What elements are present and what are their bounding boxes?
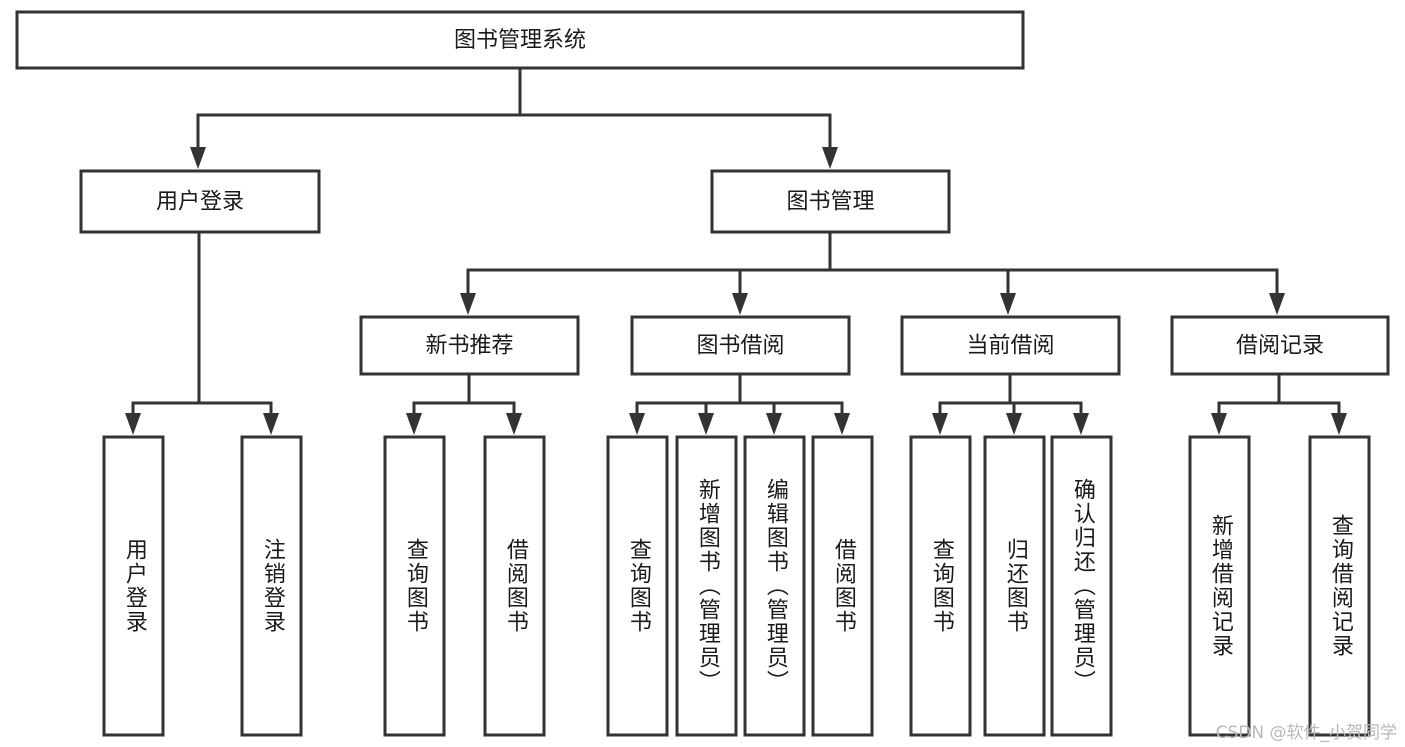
node-label-leaf-query-book-1: 查询图书 — [402, 538, 428, 634]
node-current-borrow[interactable] — [900, 315, 1121, 376]
leaf-arrow-new-book-recommend-1 — [506, 413, 522, 435]
node-leaf-confirm-return[interactable] — [1050, 435, 1113, 737]
level2-arrow-1 — [822, 147, 838, 169]
node-label-leaf-query-book-3: 查询图书 — [928, 538, 954, 634]
node-label-current-borrow: 当前借阅 — [966, 334, 1054, 359]
leaf-arrow-current-borrow-0 — [932, 413, 948, 435]
leaf-arrow-new-book-recommend-0 — [406, 413, 422, 435]
node-label-leaf-borrow-book-1: 借阅图书 — [502, 538, 528, 634]
level3-arrow-2 — [1000, 293, 1016, 315]
node-leaf-edit-book[interactable] — [743, 435, 806, 737]
leaf-arrow-book-borrow-1 — [698, 413, 714, 435]
node-label-leaf-user-logout: 注销登录 — [259, 538, 285, 634]
node-box-leaf-add-borrow-record[interactable] — [1188, 435, 1251, 737]
node-leaf-borrow-book-1[interactable] — [483, 435, 546, 737]
node-label-leaf-user-login: 用户登录 — [121, 538, 147, 634]
node-label-leaf-add-borrow-record: 新增借阅记录 — [1207, 514, 1233, 658]
node-box-leaf-borrow-book-2[interactable] — [811, 435, 874, 737]
node-label-wrap-leaf-borrow-book-1: 借阅图书 — [485, 437, 544, 735]
node-label-leaf-query-borrow-record: 查询借阅记录 — [1327, 514, 1353, 658]
node-box-leaf-user-login[interactable] — [102, 435, 165, 737]
node-label-wrap-leaf-query-borrow-record: 查询借阅记录 — [1310, 437, 1369, 735]
node-user-login[interactable] — [79, 169, 321, 234]
node-box-new-book-recommend[interactable] — [359, 315, 580, 376]
node-label-wrap-leaf-user-logout: 注销登录 — [242, 437, 301, 735]
node-leaf-query-borrow-record[interactable] — [1308, 435, 1371, 737]
leaf-arrow-current-borrow-1 — [1006, 413, 1022, 435]
leaf-arrow-book-borrow-0 — [629, 413, 645, 435]
node-root[interactable] — [15, 10, 1025, 70]
node-label-wrap-leaf-borrow-book-2: 借阅图书 — [813, 437, 872, 735]
leaf-arrow-book-borrow-3 — [834, 413, 850, 435]
level3-arrow-3 — [1269, 293, 1285, 315]
node-box-leaf-query-book-1[interactable] — [383, 435, 446, 737]
node-book-manage[interactable] — [710, 169, 951, 234]
node-label-wrap-leaf-query-book-3: 查询图书 — [911, 437, 970, 735]
node-label-new-book-recommend: 新书推荐 — [425, 334, 513, 359]
node-leaf-return-book[interactable] — [983, 435, 1046, 737]
node-label-wrap-leaf-confirm-return: 确认归还（管理员） — [1052, 437, 1111, 735]
node-label-leaf-query-book-2: 查询图书 — [625, 538, 651, 634]
node-leaf-query-book-2[interactable] — [606, 435, 669, 737]
node-box-leaf-query-borrow-record[interactable] — [1308, 435, 1371, 737]
node-box-leaf-query-book-3[interactable] — [909, 435, 972, 737]
node-label-wrap-leaf-edit-book: 编辑图书（管理员） — [745, 437, 804, 735]
node-leaf-query-book-3[interactable] — [909, 435, 972, 737]
node-box-leaf-user-logout[interactable] — [240, 435, 303, 737]
node-leaf-add-borrow-record[interactable] — [1188, 435, 1251, 737]
node-box-leaf-add-book[interactable] — [675, 435, 738, 737]
leaf-arrow-borrow-record-0 — [1211, 413, 1227, 435]
node-leaf-user-logout[interactable] — [240, 435, 303, 737]
node-label-root: 图书管理系统 — [454, 28, 586, 53]
leaf-arrow-user-login-1 — [263, 413, 279, 435]
boxes-layer — [15, 10, 1390, 737]
node-label-borrow-record: 借阅记录 — [1236, 334, 1324, 359]
node-label-user-login: 用户登录 — [156, 190, 244, 215]
node-box-leaf-query-book-2[interactable] — [606, 435, 669, 737]
connectors-layer — [125, 66, 1347, 435]
node-box-root[interactable] — [15, 10, 1025, 70]
node-box-leaf-confirm-return[interactable] — [1050, 435, 1113, 737]
node-label-leaf-edit-book: 编辑图书（管理员） — [762, 478, 788, 694]
node-leaf-query-book-1[interactable] — [383, 435, 446, 737]
level2-arrow-0 — [190, 147, 206, 169]
node-box-leaf-return-book[interactable] — [983, 435, 1046, 737]
level3-arrow-1 — [732, 293, 748, 315]
node-label-wrap-leaf-query-book-1: 查询图书 — [385, 437, 444, 735]
node-label-leaf-add-book: 新增图书（管理员） — [694, 478, 720, 694]
node-box-book-borrow[interactable] — [630, 315, 851, 376]
node-borrow-record[interactable] — [1170, 315, 1390, 376]
node-label-wrap-leaf-return-book: 归还图书 — [985, 437, 1044, 735]
node-label-leaf-borrow-book-2: 借阅图书 — [830, 538, 856, 634]
node-label-book-borrow: 图书借阅 — [696, 334, 784, 359]
leaf-arrow-current-borrow-2 — [1073, 413, 1089, 435]
node-book-borrow[interactable] — [630, 315, 851, 376]
leaf-arrow-borrow-record-1 — [1331, 413, 1347, 435]
node-box-user-login[interactable] — [79, 169, 321, 234]
node-label-wrap-leaf-add-borrow-record: 新增借阅记录 — [1190, 437, 1249, 735]
node-label-book-manage: 图书管理 — [786, 190, 874, 215]
leaf-arrow-book-borrow-2 — [766, 413, 782, 435]
node-label-wrap-leaf-user-login: 用户登录 — [104, 437, 163, 735]
node-box-borrow-record[interactable] — [1170, 315, 1390, 376]
node-label-wrap-leaf-add-book: 新增图书（管理员） — [677, 437, 736, 735]
node-new-book-recommend[interactable] — [359, 315, 580, 376]
node-label-leaf-confirm-return: 确认归还（管理员） — [1069, 478, 1095, 694]
node-box-current-borrow[interactable] — [900, 315, 1121, 376]
node-box-leaf-edit-book[interactable] — [743, 435, 806, 737]
watermark-text: CSDN @软件_小贺同学 — [1215, 723, 1397, 743]
node-label-wrap-leaf-query-book-2: 查询图书 — [608, 437, 667, 735]
node-label-leaf-return-book: 归还图书 — [1002, 538, 1028, 634]
level3-arrow-0 — [460, 293, 476, 315]
node-box-book-manage[interactable] — [710, 169, 951, 234]
node-box-leaf-borrow-book-1[interactable] — [483, 435, 546, 737]
node-leaf-add-book[interactable] — [675, 435, 738, 737]
leaf-arrow-user-login-0 — [125, 413, 141, 435]
node-leaf-user-login[interactable] — [102, 435, 165, 737]
node-leaf-borrow-book-2[interactable] — [811, 435, 874, 737]
